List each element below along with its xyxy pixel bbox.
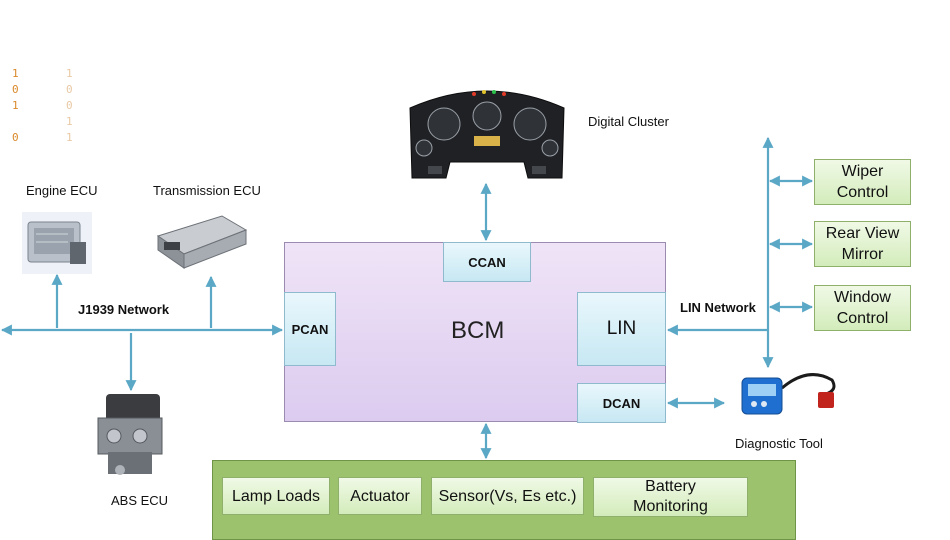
digital-cluster-icon [409, 90, 565, 179]
rear-view-mirror-node: Rear View Mirror [814, 221, 911, 267]
window-control-node: Window Control [814, 285, 911, 331]
abs-ecu-label: ABS ECU [111, 493, 169, 508]
lin-port: LIN [577, 292, 666, 366]
bcm-label: BCM [451, 317, 505, 344]
ccan-port: CCAN [443, 242, 531, 282]
engine-ecu-icon [22, 212, 92, 274]
digital-cluster-label: Digital Cluster [588, 114, 669, 129]
diagnostic-tool-label: Diagnostic Tool [735, 436, 823, 451]
lin-network-label: LIN Network [680, 300, 756, 315]
wiper-control-node: Wiper Control [814, 159, 911, 205]
transmission-ecu-label: Transmission ECU [153, 183, 261, 198]
diagnostic-tool-icon [741, 373, 836, 415]
abs-ecu-icon [97, 394, 163, 475]
sensor-box: Sensor(Vs, Es etc.) [431, 477, 584, 515]
binary-decoration-left: 1 0 1 0 [12, 67, 19, 144]
binary-decoration-right: 1 0 0 1 1 [66, 67, 73, 144]
battery-monitoring-box: Battery Monitoring [593, 477, 748, 517]
j1939-network-label: J1939 Network [78, 302, 170, 317]
pcan-port: PCAN [284, 292, 336, 366]
transmission-ecu-icon [156, 215, 248, 269]
dcan-port: DCAN [577, 383, 666, 423]
engine-ecu-label: Engine ECU [26, 183, 98, 198]
actuator-box: Actuator [338, 477, 422, 515]
lamp-loads-box: Lamp Loads [222, 477, 330, 515]
